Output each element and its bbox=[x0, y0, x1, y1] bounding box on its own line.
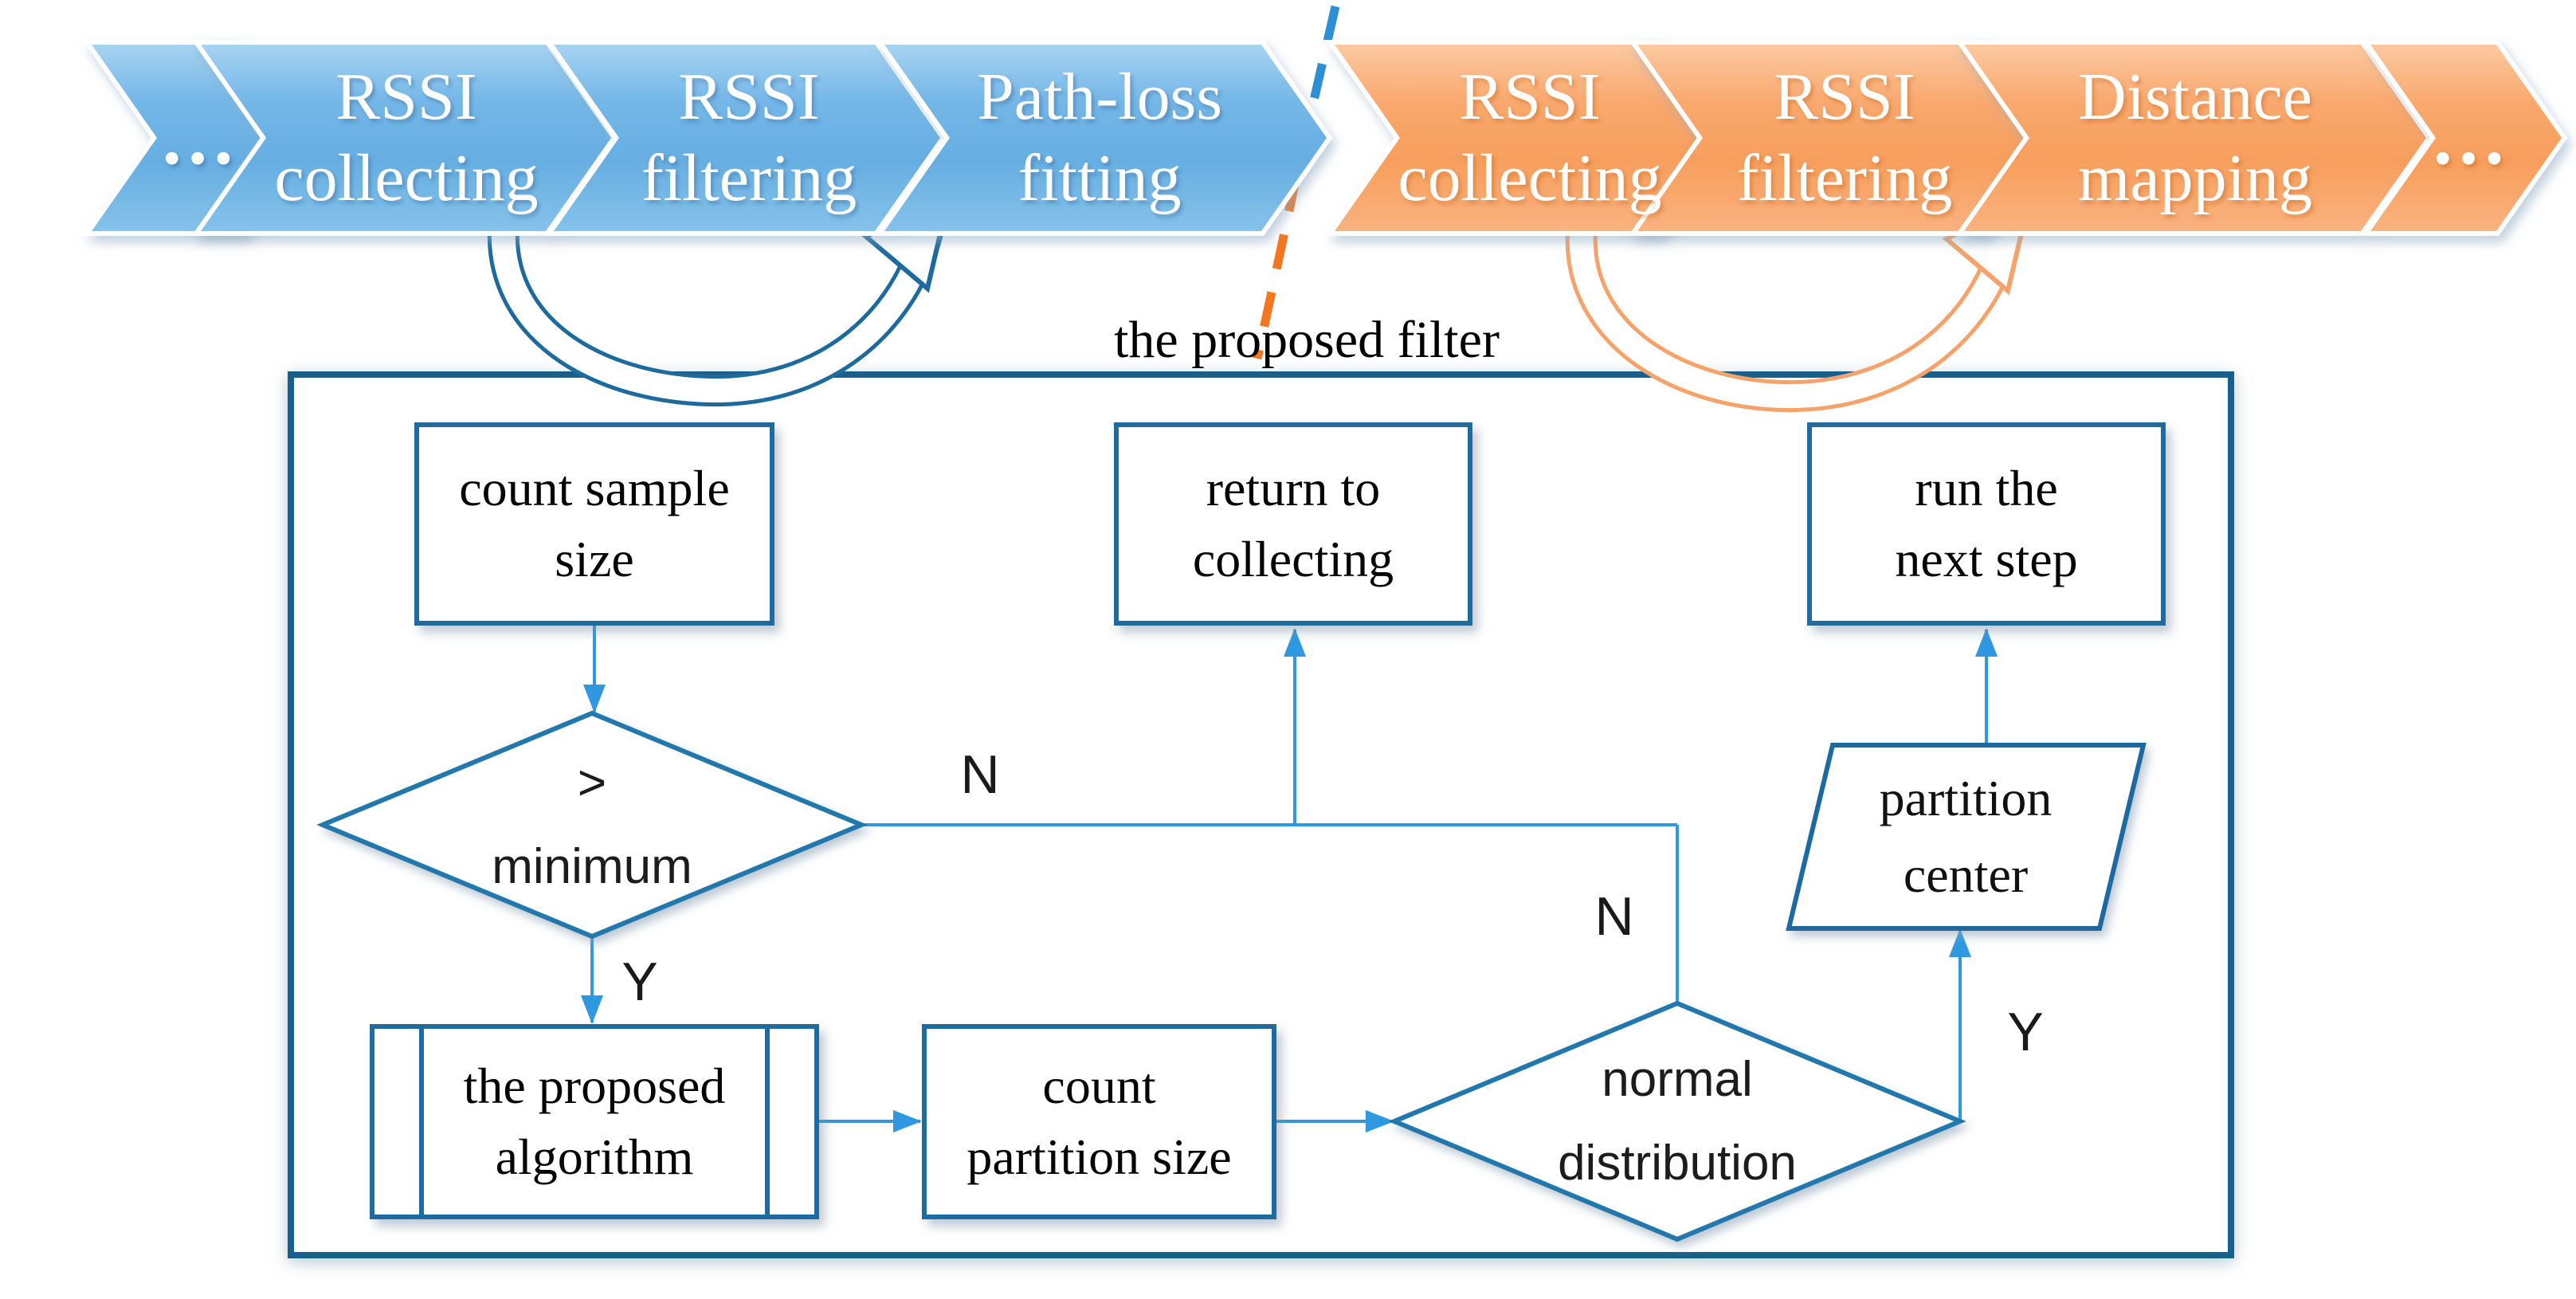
step-chevron-distance-mapping bbox=[1955, 40, 2433, 236]
step-chevron-rssi-filtering-offline bbox=[544, 40, 947, 236]
arrowhead-into-normal bbox=[1366, 1110, 1394, 1132]
minimum-check-diamond bbox=[316, 710, 868, 940]
node-text-line: count bbox=[1042, 1058, 1156, 1115]
arrowhead-into-partition-center bbox=[1949, 928, 1971, 957]
arrowhead-into-minimum bbox=[583, 685, 606, 713]
step-chevron-ellipsis-right bbox=[2361, 40, 2568, 236]
normal-distribution-diamond bbox=[1388, 1000, 1966, 1242]
node-text-line: count sample bbox=[459, 460, 730, 517]
node-proposed-algorithm: the proposed algorithm bbox=[370, 1024, 819, 1219]
node-text-line: partition size bbox=[966, 1128, 1232, 1185]
node-return-to-collecting: return to collecting bbox=[1114, 422, 1472, 626]
step-chevron-path-loss-fitting bbox=[875, 40, 1333, 236]
panel-title: the proposed filter bbox=[1114, 311, 1500, 369]
predefined-process-bar-right bbox=[765, 1029, 770, 1215]
blue-loop-arrow-band-inner bbox=[491, 226, 940, 403]
node-text-line: run the bbox=[1915, 460, 2058, 517]
node-text-line: return to bbox=[1206, 460, 1381, 517]
node-run-the-next-step: run the next step bbox=[1807, 422, 2166, 626]
arrowhead-into-return bbox=[1284, 628, 1306, 657]
blue-loop-arrow-band bbox=[487, 225, 944, 407]
arrowhead-into-next-step bbox=[1975, 628, 1998, 657]
predefined-process-bar-left bbox=[419, 1029, 424, 1215]
partition-center-parallelogram bbox=[1786, 743, 2147, 931]
node-text-line: size bbox=[555, 530, 634, 587]
arrowhead-into-count-partition bbox=[893, 1110, 922, 1132]
node-text-line: the proposed bbox=[463, 1058, 726, 1115]
arrowhead-into-algorithm bbox=[581, 995, 603, 1024]
process-banner bbox=[82, 40, 2568, 236]
node-text-line: next step bbox=[1895, 530, 2078, 587]
phase-divider-orange-dashes bbox=[1253, 175, 1301, 360]
node-count-sample-size: count sample size bbox=[414, 422, 774, 626]
node-count-partition-size: count partition size bbox=[922, 1024, 1276, 1219]
connector-arrowheads bbox=[581, 628, 1998, 1132]
node-text-line: collecting bbox=[1192, 530, 1394, 587]
step-chevron-rssi-collecting-offline bbox=[191, 40, 618, 236]
node-text-line: algorithm bbox=[495, 1128, 694, 1185]
orange-loop-arrow-band-inner bbox=[1569, 230, 2020, 409]
